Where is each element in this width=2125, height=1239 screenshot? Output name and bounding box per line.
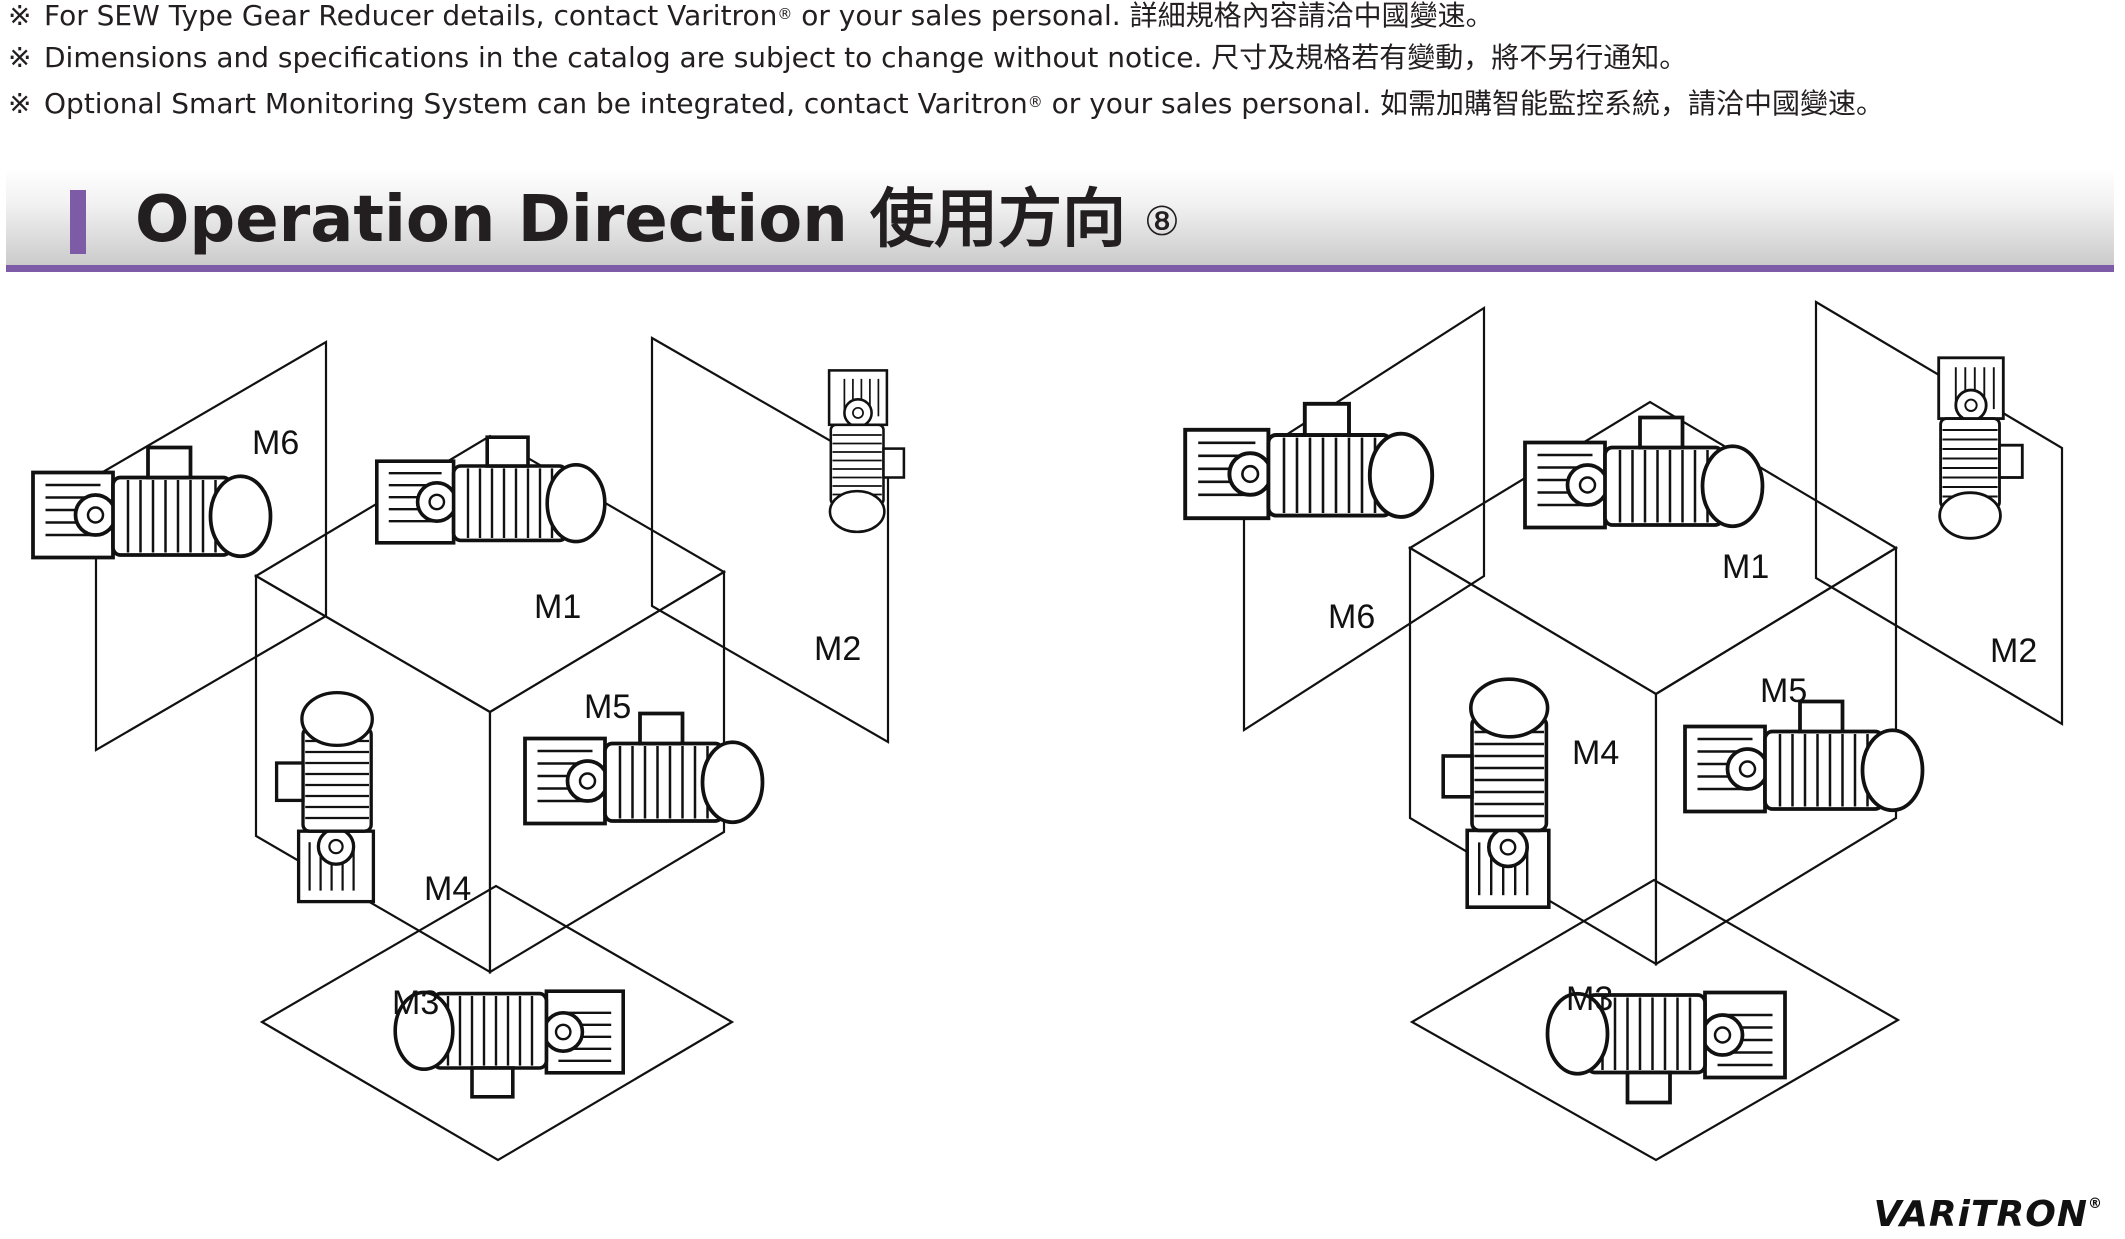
note-2: ※Dimensions and specifications in the ca…	[8, 41, 1688, 74]
label-m5-right: M5	[1760, 672, 1807, 710]
label-m3-right: M3	[1566, 980, 1613, 1018]
gear-motor-m1	[374, 435, 607, 545]
section-header-band	[6, 168, 2114, 268]
note-1: ※For SEW Type Gear Reducer details, cont…	[8, 0, 1494, 32]
section-number: ⑧	[1144, 199, 1180, 245]
gear-motor-m6-right	[1183, 401, 1435, 521]
varitron-logo: VARiTRON®	[1873, 1194, 2103, 1235]
gear-motor-m2	[827, 369, 906, 534]
label-m6-right: M6	[1328, 598, 1375, 636]
section-header-accent-bar	[70, 190, 86, 254]
label-m2-right: M2	[1990, 632, 2037, 670]
label-m2: M2	[814, 630, 861, 668]
label-m6: M6	[252, 424, 299, 462]
label-m1-right: M1	[1722, 548, 1769, 586]
gear-motor-m6	[31, 445, 273, 560]
note-3: ※Optional Smart Monitoring System can be…	[8, 87, 1885, 120]
label-m3: M3	[392, 984, 439, 1022]
gear-motor-m1-right	[1523, 415, 1765, 530]
label-m1: M1	[534, 588, 581, 626]
label-m4-right: M4	[1572, 734, 1619, 772]
gear-motor-m2-right	[1937, 356, 2024, 540]
label-m5: M5	[584, 688, 631, 726]
label-m4: M4	[424, 870, 471, 908]
section-header-underline	[6, 265, 2114, 272]
